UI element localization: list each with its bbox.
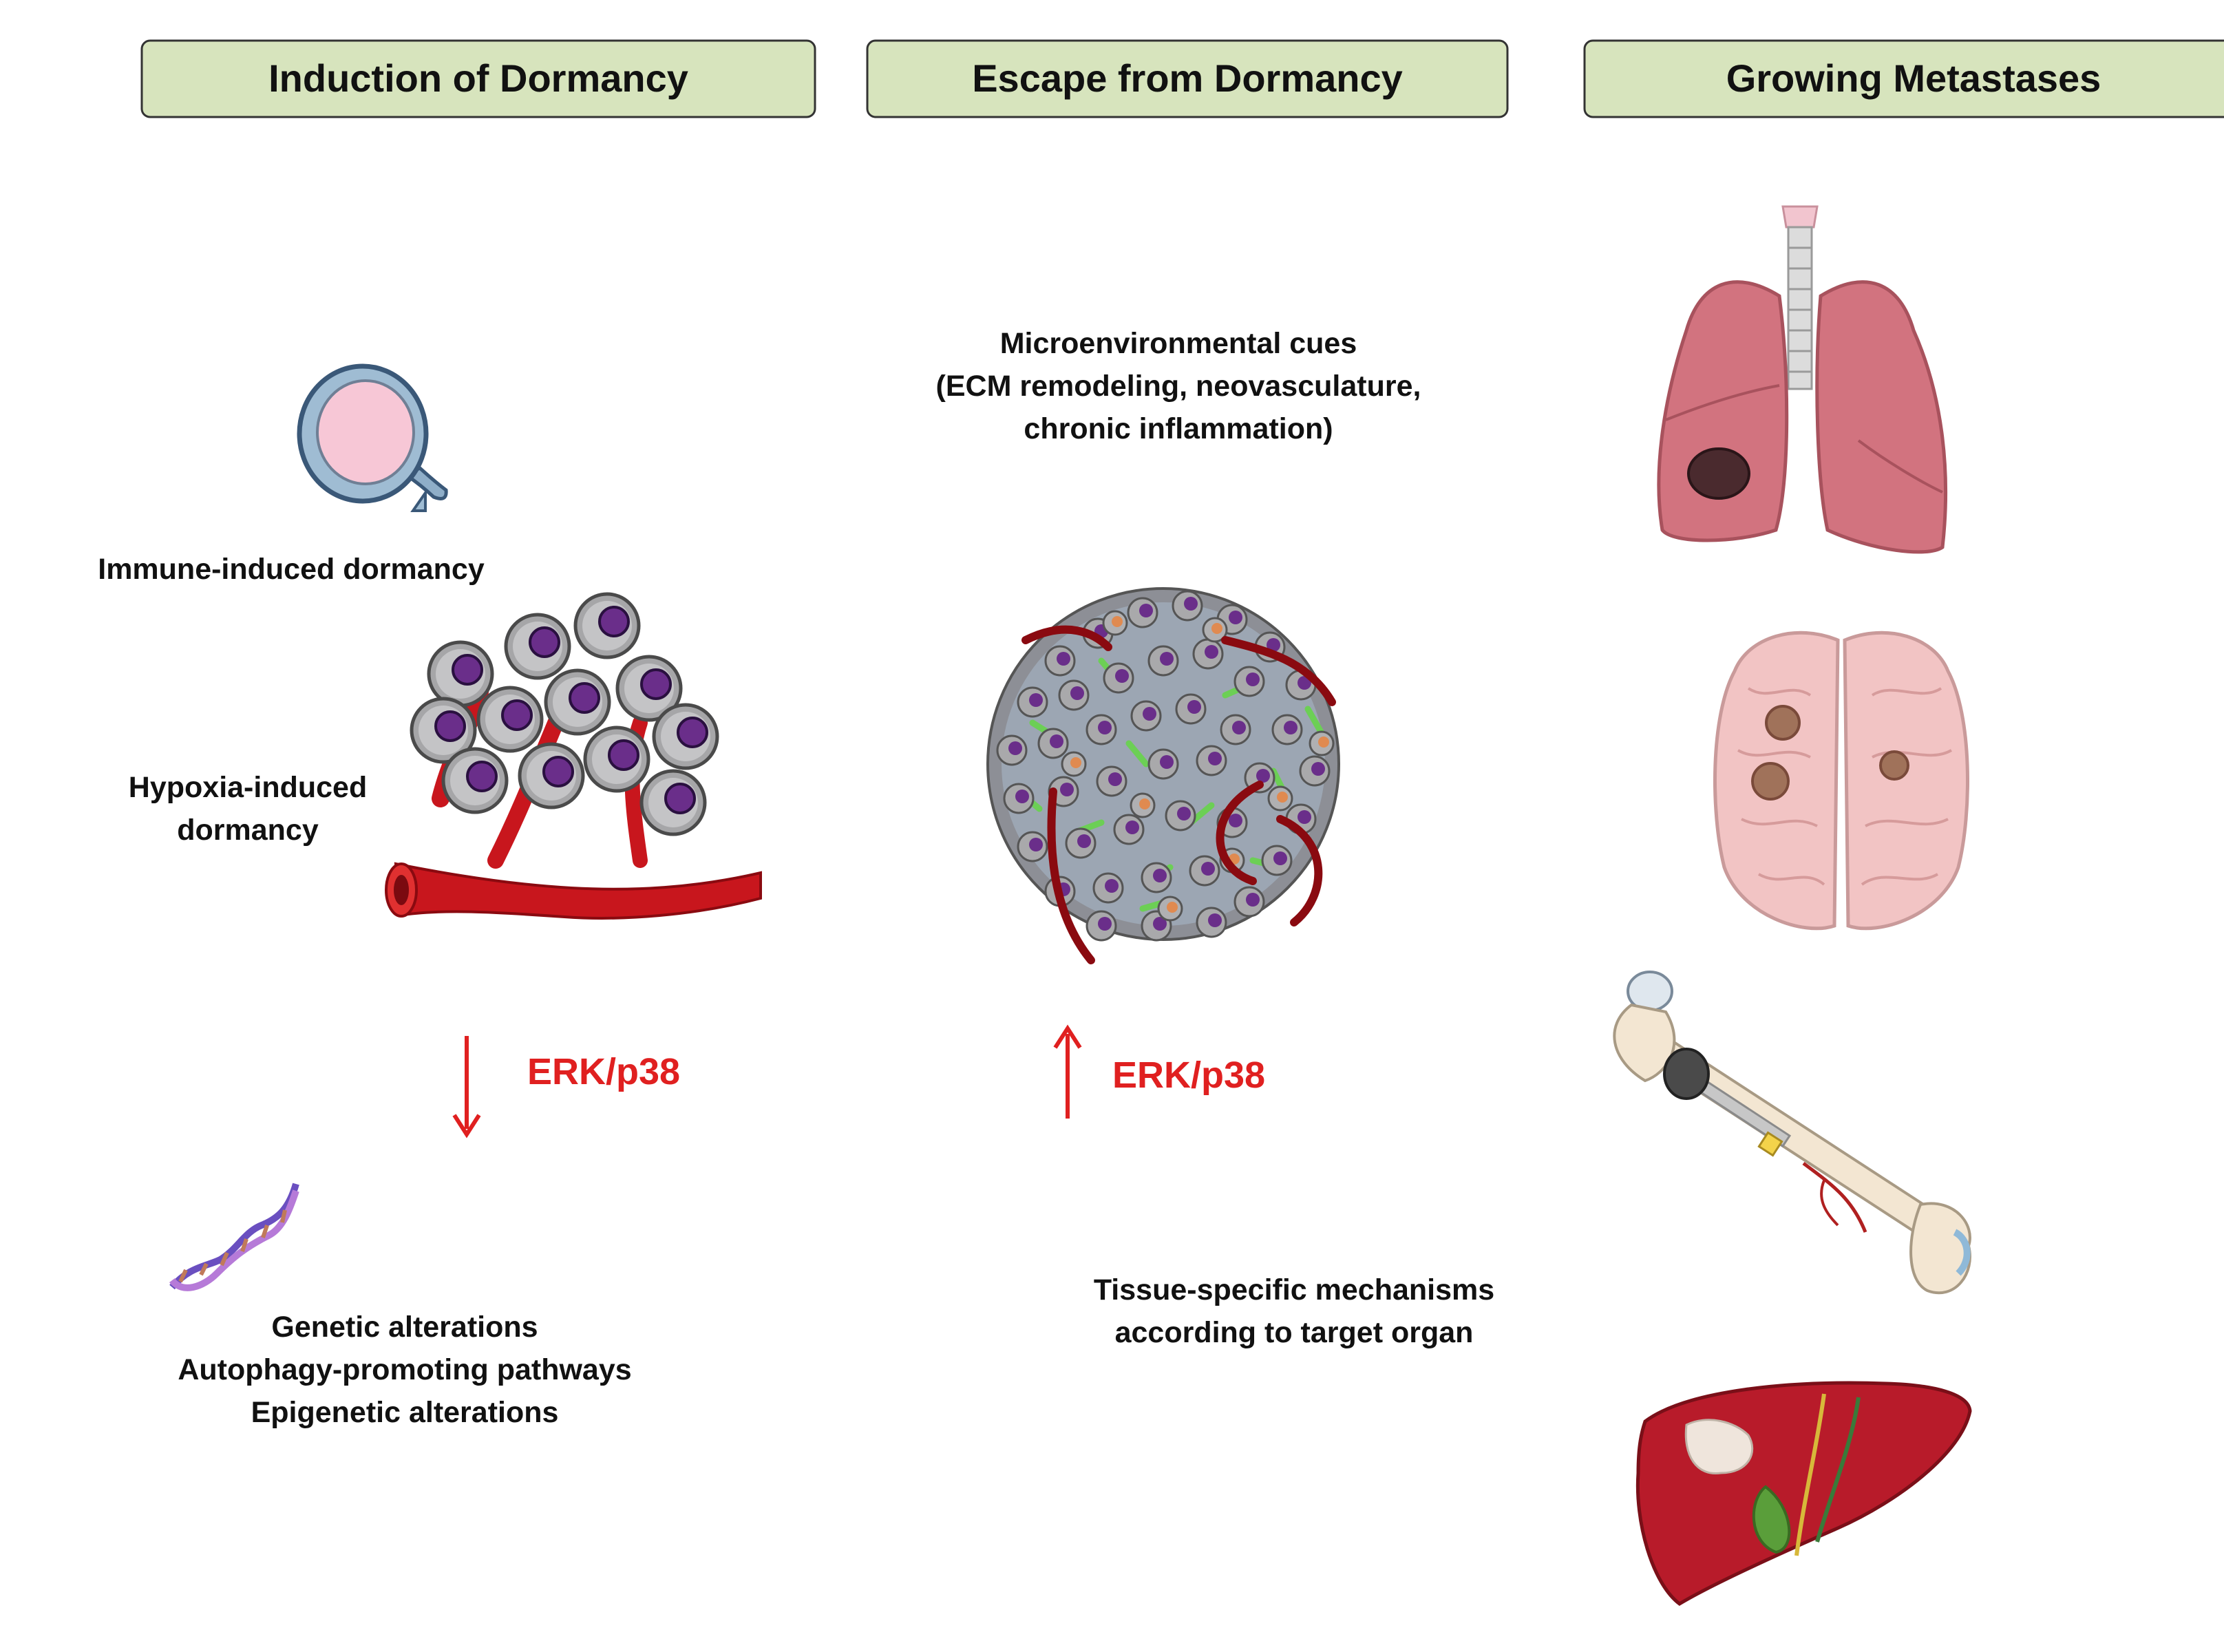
immune-label: Immune-induced dormancy — [98, 553, 485, 586]
header-escape-label: Escape from Dormancy — [972, 56, 1403, 100]
hypoxia-label-line2: dormancy — [177, 814, 319, 847]
header-growing-label: Growing Metastases — [1726, 56, 2101, 100]
header-induction-label: Induction of Dormancy — [268, 56, 688, 100]
brain-icon — [1713, 631, 1969, 931]
bone-icon — [1613, 971, 1971, 1295]
dna-icon — [169, 1183, 299, 1291]
cues-line3: chronic inflammation) — [1024, 412, 1333, 445]
lung-icon — [1657, 205, 1948, 554]
immune-cell-icon — [297, 363, 448, 512]
mechanism-autophagy: Autophagy-promoting pathways — [178, 1353, 631, 1386]
header-induction: Induction of Dormancy — [140, 39, 816, 118]
arrow-down-icon — [452, 1036, 481, 1139]
induction-signal-label: ERK/p38 — [527, 1051, 680, 1092]
escape-signal-label: ERK/p38 — [1112, 1055, 1265, 1096]
header-growing: Growing Metastases — [1583, 39, 2224, 118]
cues-line1: Microenvironmental cues — [1000, 327, 1357, 360]
tissue-line1: Tissue-specific mechanisms — [1094, 1273, 1494, 1306]
arrow-up-icon — [1053, 1024, 1082, 1119]
hypoxic-cluster-icon — [385, 594, 762, 920]
mechanism-genetic: Genetic alterations — [271, 1311, 538, 1344]
tumor-mass-icon — [986, 587, 1340, 964]
hypoxia-label-line1: Hypoxia-induced — [129, 771, 367, 804]
liver-icon — [1635, 1381, 1972, 1607]
tissue-line2: according to target organ — [1115, 1316, 1474, 1349]
mechanism-epigenetic: Epigenetic alterations — [251, 1396, 559, 1429]
header-escape: Escape from Dormancy — [866, 39, 1509, 118]
cues-line2: (ECM remodeling, neovasculature, — [936, 370, 1421, 403]
